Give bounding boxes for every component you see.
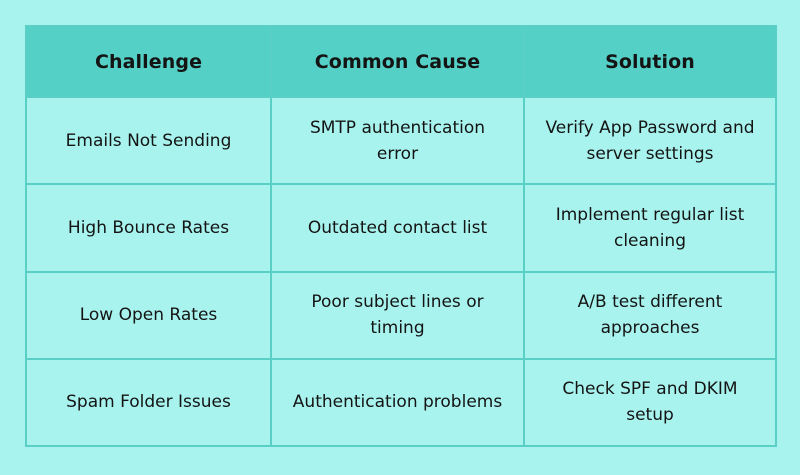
table-row: Spam Folder Issues Authentication proble… [25, 357, 777, 448]
header-challenge: Challenge [25, 25, 272, 98]
cell-common-cause: Poor subject lines or timing [270, 270, 525, 360]
table-row: Emails Not Sending SMTP authentication e… [25, 95, 777, 186]
cell-common-cause: SMTP authentication error [270, 95, 525, 186]
cell-challenge: Spam Folder Issues [25, 357, 272, 448]
cell-challenge: Low Open Rates [25, 270, 272, 360]
header-row: Challenge Common Cause Solution [25, 25, 777, 98]
cell-challenge: Emails Not Sending [25, 95, 272, 186]
cell-common-cause: Outdated contact list [270, 183, 525, 273]
header-common-cause: Common Cause [270, 25, 525, 98]
cell-solution: Verify App Password and server settings [523, 95, 777, 186]
cell-challenge: High Bounce Rates [25, 183, 272, 273]
table-body: Emails Not Sending SMTP authentication e… [25, 95, 777, 448]
cell-solution: Implement regular list cleaning [523, 183, 777, 273]
cell-solution: A/B test different approaches [523, 270, 777, 360]
cell-solution: Check SPF and DKIM setup [523, 357, 777, 448]
table-row: High Bounce Rates Outdated contact list … [25, 183, 777, 273]
header-solution: Solution [523, 25, 777, 98]
troubleshooting-table: Challenge Common Cause Solution Emails N… [25, 25, 777, 448]
table-header: Challenge Common Cause Solution [25, 25, 777, 98]
cell-common-cause: Authentication problems [270, 357, 525, 448]
table-row: Low Open Rates Poor subject lines or tim… [25, 270, 777, 360]
